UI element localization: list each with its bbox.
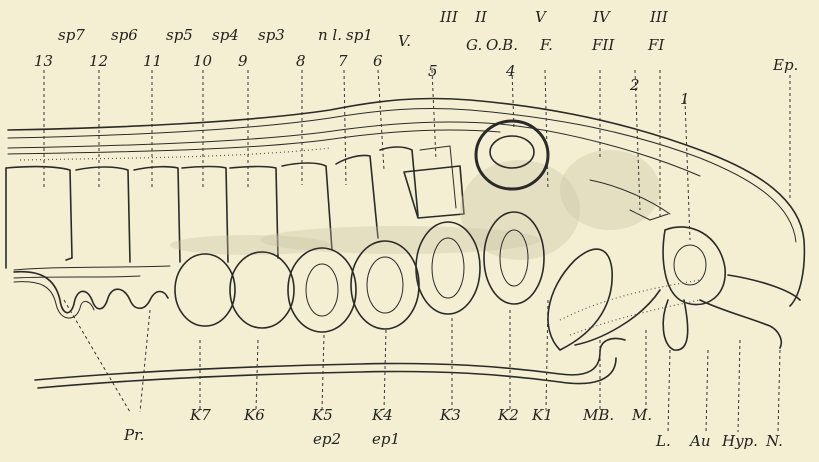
label-8: 8 (296, 52, 306, 70)
top-labels: 13 sp7 12 sp6 11 sp5 10 sp4 9 sp3 8 n l.… (34, 8, 798, 108)
label-1: 1 (680, 90, 690, 108)
label-nl: n l. (318, 26, 342, 44)
label-MB: MB. (582, 406, 614, 424)
label-M: M. (631, 406, 652, 424)
label-13: 13 (34, 52, 53, 70)
dorsal-outline (8, 98, 804, 306)
label-6: 6 (373, 52, 383, 70)
label-2: 2 (629, 76, 640, 94)
label-9: 9 (238, 52, 248, 70)
label-5: 5 (428, 62, 438, 80)
label-Ep: Ep. (772, 56, 798, 74)
label-ep2: ep2 (313, 430, 341, 448)
label-OB: O.B. (486, 36, 518, 54)
label-K4: K4 (371, 406, 393, 424)
label-7: 7 (338, 52, 348, 70)
label-V-right: V (535, 8, 548, 26)
label-10: 10 (193, 52, 213, 70)
ventral-outline (14, 266, 625, 388)
label-K6: K6 (243, 406, 265, 424)
label-12: 12 (89, 52, 108, 70)
gut-folds (14, 272, 168, 318)
label-sp6: sp6 (111, 26, 138, 44)
label-FII: FII (591, 36, 615, 54)
label-N: N. (765, 432, 783, 450)
label-K5: K5 (311, 406, 333, 424)
label-Au: Au (688, 432, 711, 450)
label-V-upper: V. (398, 32, 411, 50)
label-III-upper: III (439, 8, 459, 26)
label-III-right: III (649, 8, 669, 26)
label-L: L. (655, 432, 671, 450)
label-K2: K2 (497, 406, 519, 424)
label-G: G. (466, 36, 482, 54)
label-FI: FI (647, 36, 665, 54)
label-K7: K7 (189, 406, 211, 424)
label-Hyp: Hyp. (721, 432, 758, 450)
label-K1: K1 (531, 406, 553, 424)
label-sp5: sp5 (166, 26, 193, 44)
label-ep1: ep1 (372, 430, 400, 448)
label-sp7: sp7 (58, 26, 85, 44)
label-IV: IV (592, 8, 612, 26)
label-F: F. (539, 36, 553, 54)
label-Pr: Pr. (123, 426, 144, 444)
label-K3: K3 (439, 406, 461, 424)
label-II-upper: II (474, 8, 488, 26)
label-11: 11 (143, 52, 162, 70)
label-sp1: sp1 (346, 26, 373, 44)
bottom-labels: Pr. K7 K6 K5 ep2 K4 ep1 K3 K2 K1 MB. M. … (123, 406, 783, 450)
label-4: 4 (505, 62, 516, 80)
label-sp3: sp3 (258, 26, 285, 44)
label-sp4: sp4 (212, 26, 239, 44)
